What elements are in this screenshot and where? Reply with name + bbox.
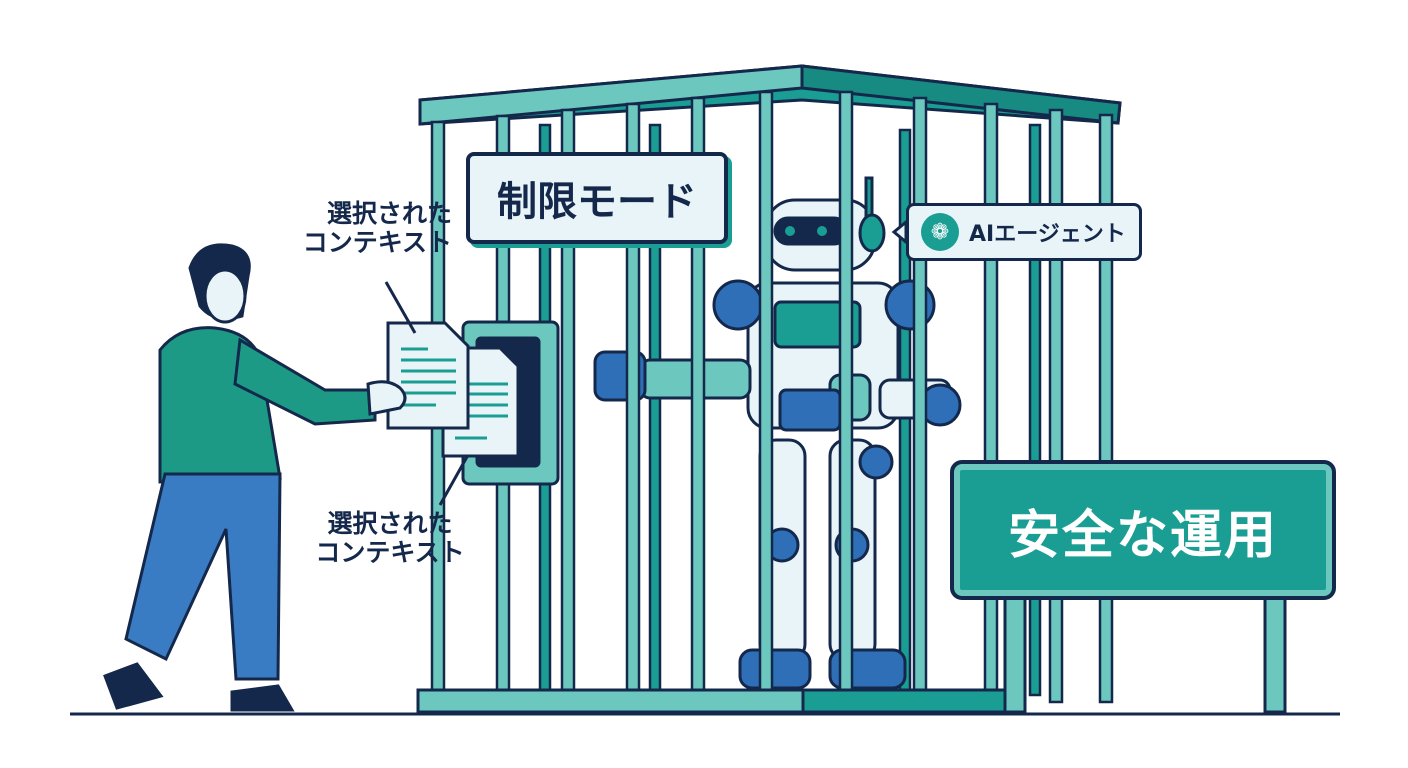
document-front[interactable] (386, 321, 470, 430)
pointer-line-top (384, 281, 417, 334)
safe-operation-label: 安全な運用 (1007, 505, 1278, 566)
person (103, 243, 407, 712)
robot-headset (858, 213, 886, 253)
person-pants (124, 472, 282, 681)
caption-bottom-line-2: コンテキスト (315, 537, 465, 567)
caption-top-line-2: コンテキスト (302, 227, 452, 257)
person-hand (366, 380, 407, 416)
safe-sign-posts (1003, 596, 1287, 714)
caption-top-line-1: 選択された (326, 199, 452, 228)
cage-base (416, 688, 1020, 714)
ai-agent-label: AIエージェント (969, 222, 1126, 247)
pointer-line-bottom (438, 454, 470, 506)
restricted-mode-label: 制限モード (497, 179, 697, 225)
selected-context-caption-bottom: 選択された コンテキスト (305, 509, 475, 568)
person-shirt (158, 326, 282, 484)
caption-bottom-line-1: 選択された (327, 509, 453, 538)
restricted-mode-sign: 制限モード (466, 152, 728, 244)
safe-operation-sign: 安全な運用 (950, 460, 1336, 600)
ai-agent-badge: ❁ AIエージェント (906, 203, 1142, 261)
openai-knot-icon: ❁ (921, 213, 959, 251)
selected-context-caption-top: 選択された コンテキスト (272, 199, 452, 258)
